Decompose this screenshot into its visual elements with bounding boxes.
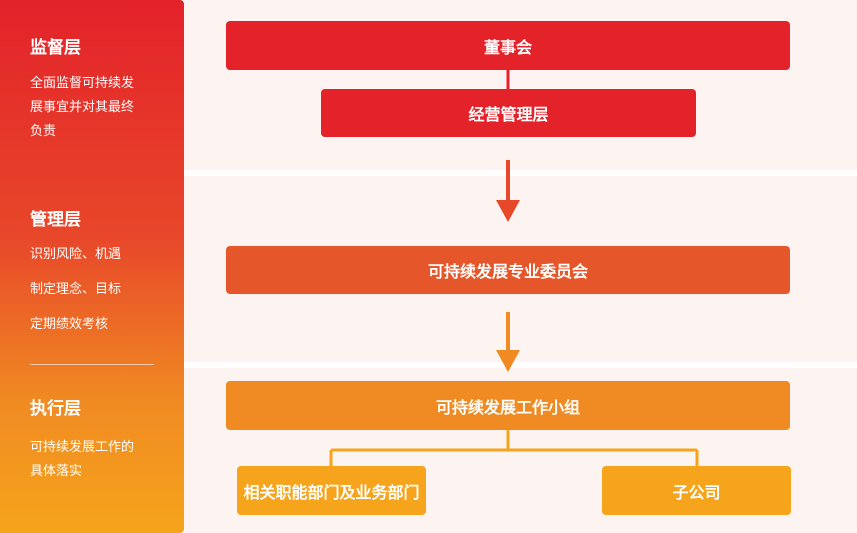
committee-box: 可持续发展专业委员会 <box>226 246 790 294</box>
working-group-box: 可持续发展工作小组 <box>226 381 790 430</box>
supervision-layer-desc: 全面监督可持续发 展事宜并对其最终 负责 <box>30 76 135 139</box>
management-layer-title: 管理层 <box>30 210 81 230</box>
management-item-2: 制定理念、目标 <box>30 282 122 297</box>
management-team-box: 经营管理层 <box>321 89 696 137</box>
management-item-1: 识别风险、机遇 <box>30 247 122 262</box>
arrow-down-icon <box>496 350 520 372</box>
sidebar-panel: 监督层 全面监督可持续发 展事宜并对其最终 负责 管理层 识别风险、机遇 制定理… <box>0 0 184 533</box>
board-box: 董事会 <box>226 21 790 70</box>
execution-layer-desc: 可持续发展工作的 具体落实 <box>30 440 135 479</box>
subsidiaries-box: 子公司 <box>602 466 791 515</box>
execution-layer-title: 执行层 <box>30 399 81 419</box>
management-item-3: 定期绩效考核 <box>30 317 109 332</box>
supervision-layer-title: 监督层 <box>30 38 81 58</box>
departments-box: 相关职能部门及业务部门 <box>237 466 426 515</box>
sidebar-divider <box>30 364 154 365</box>
arrow-down-icon <box>496 200 520 222</box>
